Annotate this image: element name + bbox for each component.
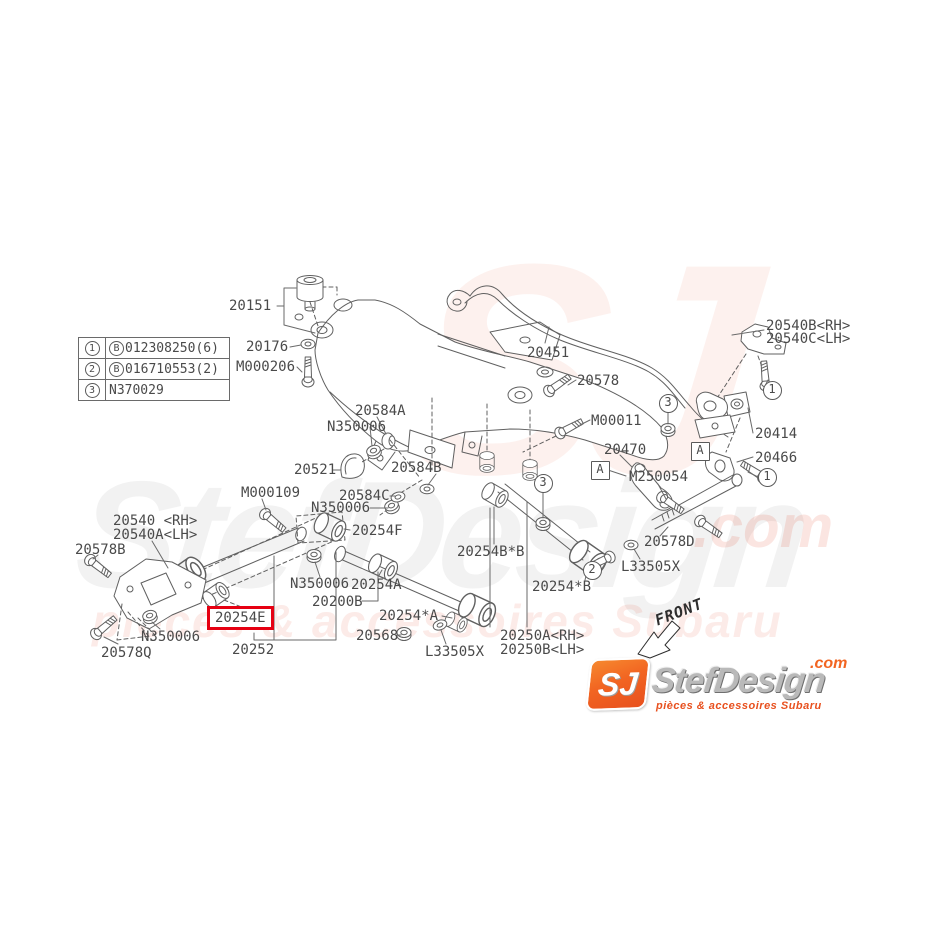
- subframe-bushing-drawing: [296, 275, 324, 312]
- stabilizer-bar-drawing: [446, 285, 729, 438]
- circled-letter-b: B: [109, 340, 124, 356]
- brand-monogram: SJ: [596, 664, 640, 703]
- circled-number: 1: [84, 340, 100, 356]
- circled-number: 2: [84, 361, 100, 377]
- subframe-drawing: [294, 286, 669, 471]
- brand-tagline: pièces & accessoires Subaru: [656, 700, 822, 712]
- small-parts-drawing: [340, 432, 423, 516]
- brand-logo: SJ StefDesign .com pièces & accessoires …: [585, 655, 848, 717]
- front-arrow: [637, 620, 681, 659]
- circled-number: 3: [84, 382, 100, 398]
- legend-code: 016710553(2): [125, 361, 219, 377]
- circled-letter-b: B: [109, 361, 124, 377]
- trailing-arm-left-drawing: [113, 510, 350, 641]
- legend-code: N370029: [109, 382, 164, 398]
- lateral-links-drawing: [334, 451, 618, 635]
- legend-row: 3 N370029: [79, 379, 229, 400]
- legend-code: 012308250(6): [125, 340, 219, 356]
- fasteners-drawing: [81, 338, 773, 643]
- brand-dot-com: .com: [810, 655, 848, 672]
- brand-name: StefDesign: [650, 661, 827, 700]
- brand-logo-icon: SJ: [585, 656, 651, 712]
